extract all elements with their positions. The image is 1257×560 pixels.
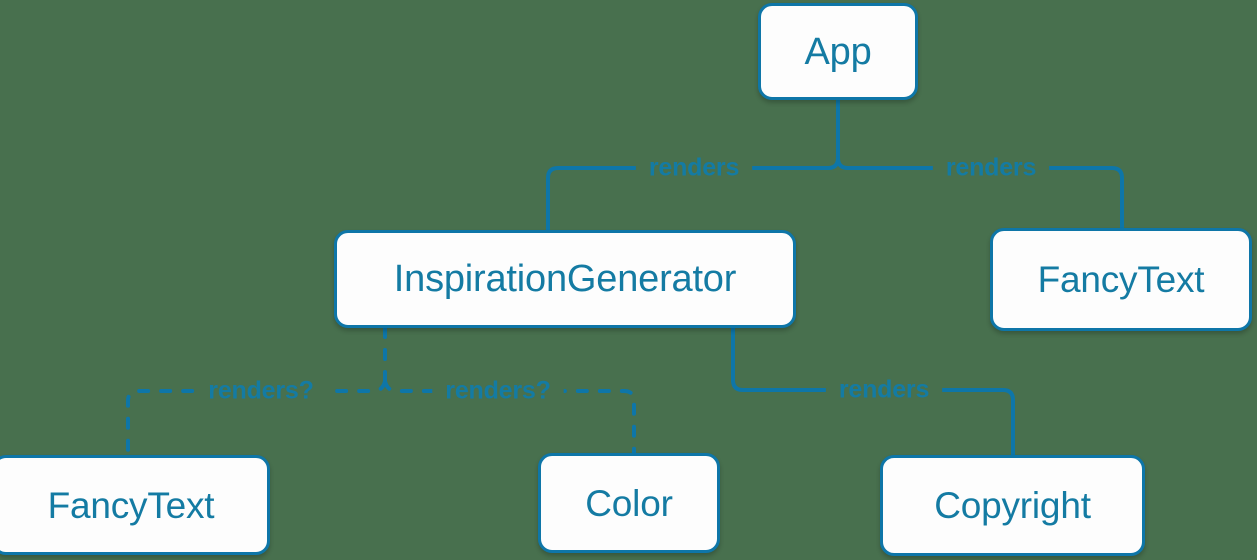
edge-app-to-fancytext: [836, 156, 1124, 230]
node-fancytext-bottom-label: FancyText: [47, 484, 215, 526]
node-color[interactable]: Color: [538, 453, 720, 553]
edge-inspirationgenerator-to-color: [383, 379, 636, 455]
node-app[interactable]: App: [758, 3, 918, 100]
edge-label-app-to-fancytext: renders: [945, 153, 1037, 182]
node-fancytext-top-label: FancyText: [1037, 259, 1205, 300]
edge-label-inspirationgenerator-to-copyright: renders: [838, 375, 930, 404]
edge-label-app-to-inspirationgenerator: renders: [648, 153, 740, 182]
node-inspirationgenerator-label: InspirationGenerator: [393, 258, 737, 300]
node-copyright[interactable]: Copyright: [880, 455, 1145, 556]
edge-inspirationgenerator-to-fancytext: [126, 379, 387, 457]
edge-label-inspirationgenerator-to-fancytext: renders?: [208, 376, 314, 405]
node-app-label: App: [804, 30, 872, 73]
node-color-label: Color: [585, 482, 673, 524]
edge-label-inspirationgenerator-to-color: renders?: [445, 376, 551, 405]
node-fancytext-bottom[interactable]: FancyText: [0, 455, 270, 555]
node-fancytext-top[interactable]: FancyText: [990, 228, 1252, 331]
node-inspirationgenerator[interactable]: InspirationGenerator: [334, 230, 796, 328]
node-copyright-label: Copyright: [934, 485, 1091, 526]
